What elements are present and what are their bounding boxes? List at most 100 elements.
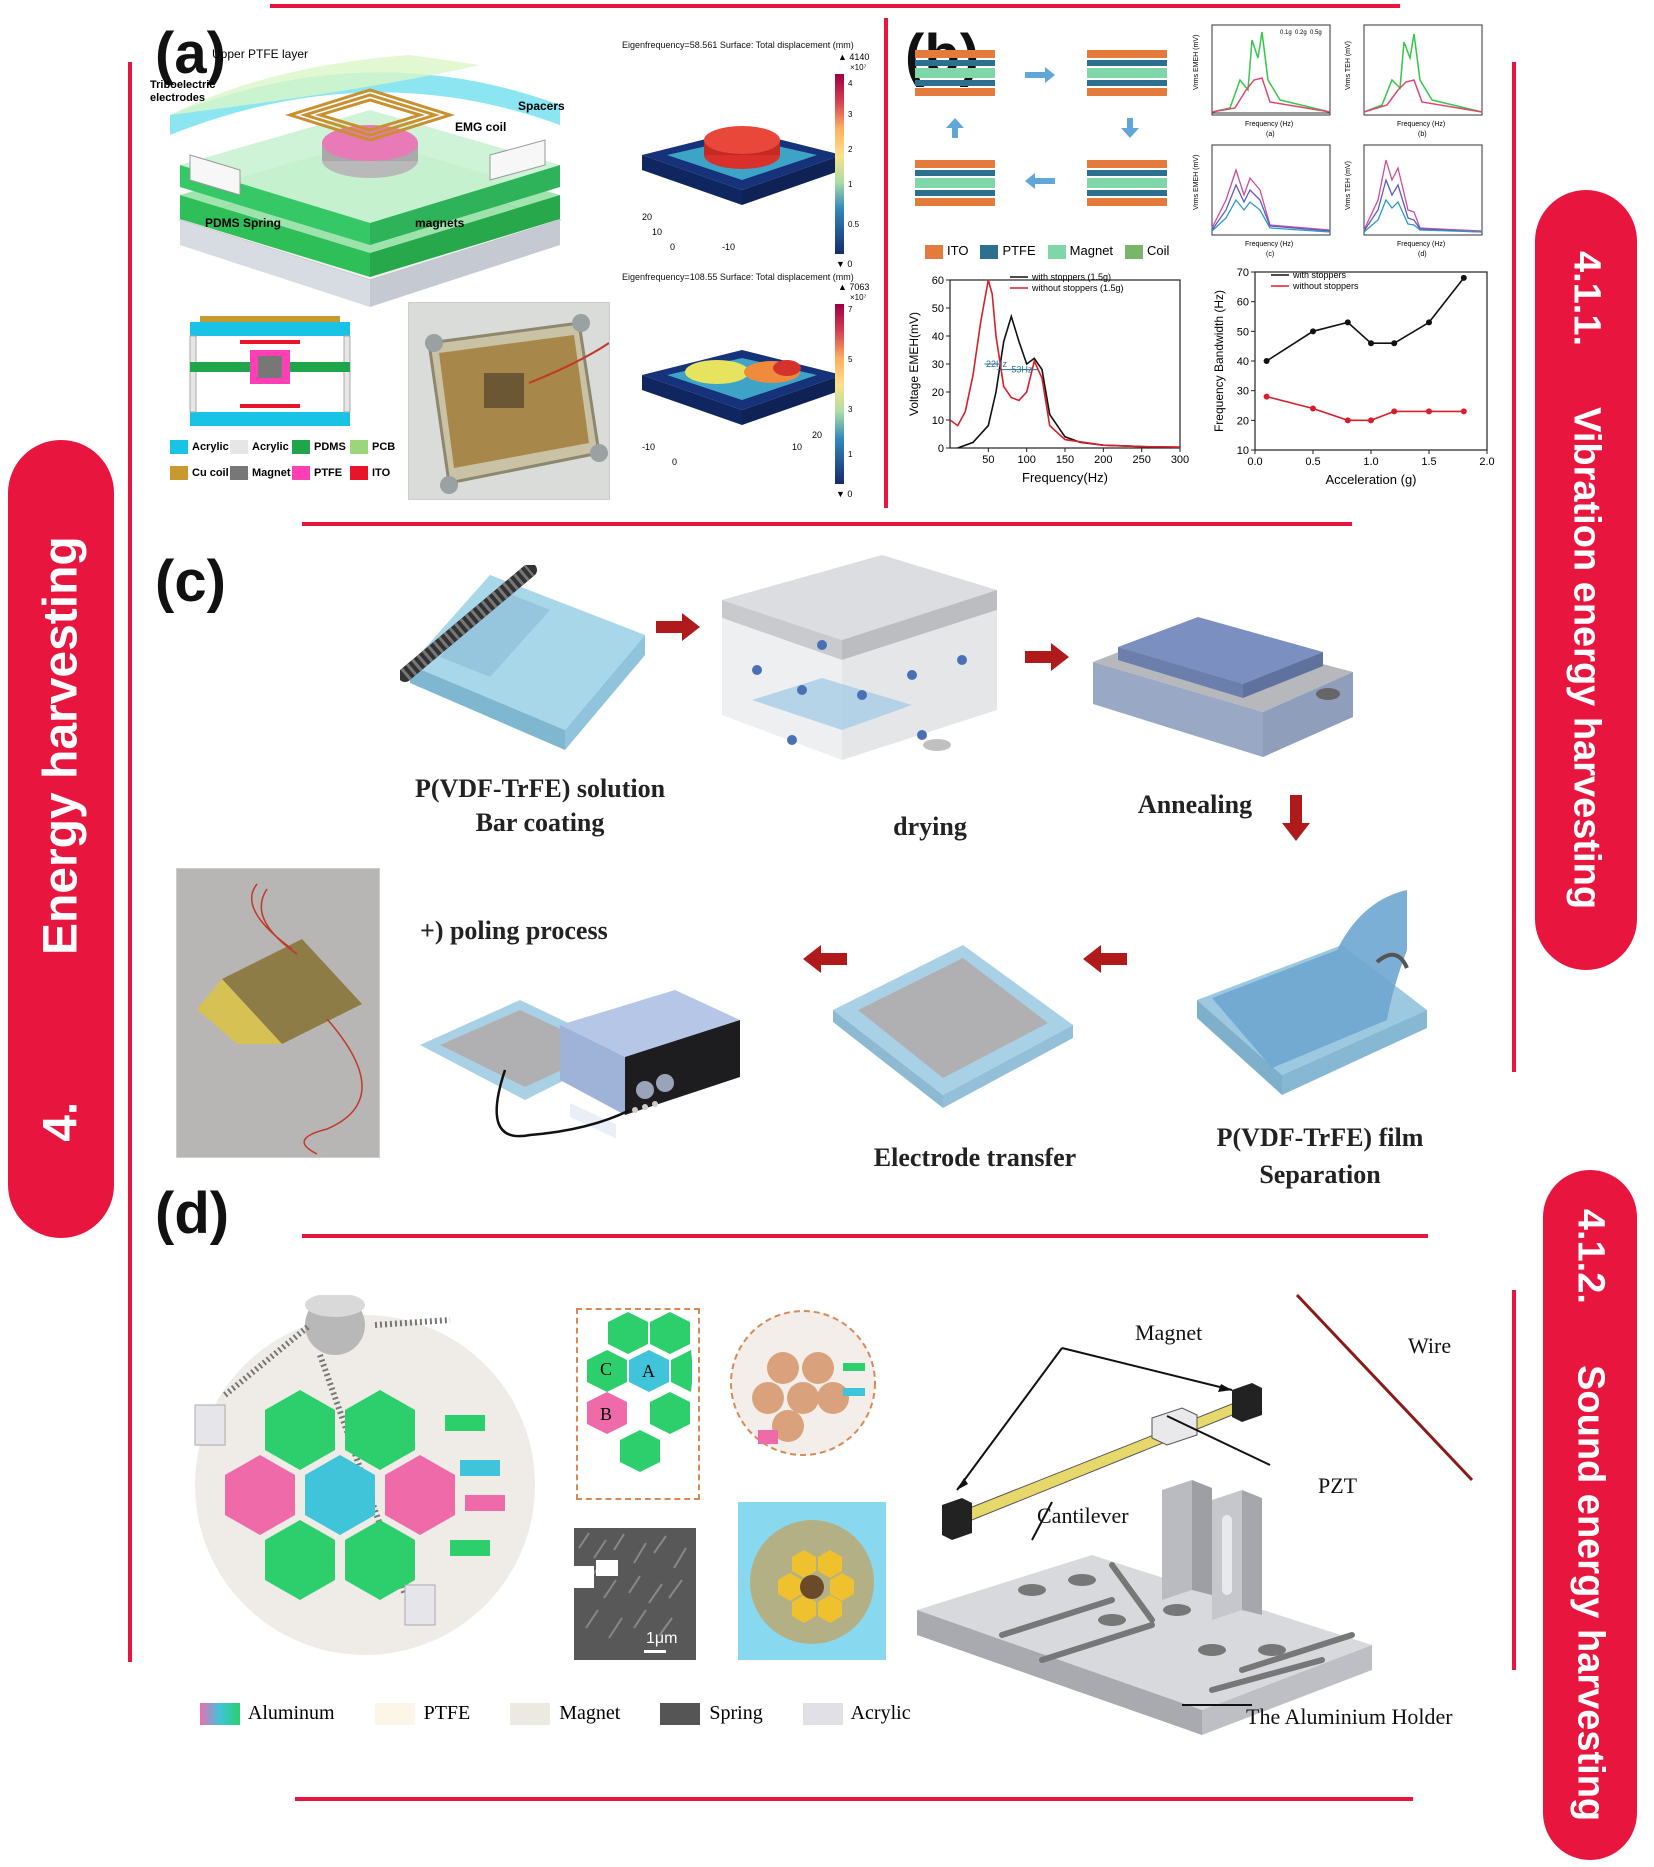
step-label-solution: P(VDF-TrFE) solution [414, 774, 666, 803]
data-point [1391, 340, 1398, 347]
hexagon-generator-illustration [194, 1295, 535, 1655]
right-rule-top [1512, 62, 1516, 1072]
hex-label: A [642, 1361, 655, 1381]
hex-layout-box [576, 1308, 700, 1500]
label-emg-coil: EMG coil [455, 120, 506, 134]
small-chart-xlabel: Frequency (Hz) [1245, 121, 1293, 128]
data-point [1263, 358, 1270, 364]
y-tick-label: 30 [1237, 386, 1249, 398]
colorbar-tick: 5 [848, 355, 853, 364]
sim1-title: Eigenfrequency=58.561 Surface: Total dis… [622, 40, 854, 50]
legend-label: without stoppers (1.5g) [1031, 283, 1124, 293]
legend-swatch [980, 244, 999, 259]
small-chart-xlabel: Frequency (Hz) [1245, 241, 1293, 248]
x-tick-label: 250 [1132, 454, 1150, 466]
sem-callout-marker [572, 1566, 594, 1588]
y-tick-label: 40 [1237, 356, 1249, 368]
colorbar-exp: ×10⁷ [850, 63, 867, 72]
legend-item: Magnet [1069, 243, 1114, 258]
sim-axis-tick: 0 [670, 242, 675, 252]
x-tick-label: 1.5 [1421, 456, 1436, 468]
panel-a-letter: (a) [155, 21, 226, 86]
label-electrodes: electrodes [150, 92, 205, 104]
step-label-annealing: Annealing [1137, 790, 1253, 819]
label-spacers: Spacers [518, 99, 565, 113]
x-tick-label: 0.0 [1247, 456, 1262, 468]
y-tick-label: 70 [1237, 267, 1249, 279]
x-tick-label: 150 [1056, 454, 1074, 466]
data-point [1426, 319, 1432, 326]
step-drying-illustration [722, 555, 997, 760]
legend-swatch [374, 1703, 415, 1726]
legend-item: Cu coil [192, 466, 229, 479]
data-point [1460, 408, 1467, 415]
arrow-down [1282, 795, 1310, 841]
sim2-title: Eigenfrequency=108.55 Surface: Total dis… [622, 272, 854, 282]
sim-axis-tick: 20 [642, 212, 652, 222]
section-pill: 4. Energy harvesting [8, 440, 114, 1238]
step-label-drying: drying [893, 812, 967, 841]
x-axis-label: Acceleration (g) [1325, 472, 1416, 487]
colorbar-tick: 0.5 [848, 220, 860, 229]
sim-axis-tick: 10 [652, 227, 662, 237]
legend-swatch [350, 466, 368, 480]
legend-swatch [510, 1703, 551, 1726]
small-chart-legend: 0.5g [1310, 30, 1322, 36]
legend-item: Acrylic [850, 1702, 911, 1724]
small-chart-d: Vrms TEH (mV) Frequency (Hz) (d) [1345, 144, 1483, 258]
colorbar-tick: 7 [848, 305, 853, 314]
arrow-right [656, 613, 700, 641]
film-device-photo [176, 868, 380, 1158]
small-chart-tag: (d) [1418, 251, 1427, 258]
legend-item: Magnet [252, 466, 291, 479]
small-chart-xlabel: Frequency (Hz) [1397, 121, 1445, 128]
panel-b-legend: ITO PTFE Magnet Coil [925, 243, 1169, 259]
y-tick-label: 20 [1237, 415, 1249, 427]
arrow-right [1025, 643, 1069, 671]
x-tick-label: 300 [1171, 454, 1189, 466]
label-aluminium-holder: The Aluminium Holder [1246, 1704, 1453, 1729]
label-magnet: Magnet [1135, 1320, 1203, 1345]
step-label-separation: Separation [1259, 1160, 1381, 1189]
legend-swatch [925, 244, 943, 259]
step-annealing-illustration [1093, 617, 1353, 757]
legend-item: Coil [1147, 243, 1170, 258]
data-point [1391, 408, 1398, 415]
step-bar-coating-illustration [400, 565, 645, 750]
vertical-divider-ab [884, 18, 888, 508]
hex-label: B [600, 1404, 612, 1424]
y-tick-label: 60 [932, 275, 944, 287]
sim-axis-tick: -10 [722, 242, 735, 252]
x-tick-label: 0.5 [1305, 456, 1320, 468]
x-tick-label: 1.0 [1363, 456, 1378, 468]
label-triboelectric: Triboelectric [150, 79, 215, 91]
small-chart-ylabel: Vrms TEH (mV) [1345, 161, 1352, 210]
y-tick-label: 50 [932, 303, 944, 315]
legend-item: PTFE [423, 1702, 471, 1724]
legend-item: Magnet [559, 1702, 621, 1724]
small-chart-a: Vrms EMEH (mV) Frequency (Hz) (a) 0.1g 0… [1193, 24, 1331, 138]
colorbar-tick: 2 [848, 145, 853, 154]
sim1-plot: 20 10 0 -10 [642, 126, 842, 252]
legend-swatch [292, 466, 310, 480]
right-rule-bottom [1512, 1290, 1516, 1670]
hex-device-photo [738, 1502, 886, 1660]
series-line [957, 313, 1181, 449]
data-point [1344, 417, 1351, 424]
bottom-rule [295, 1797, 1413, 1801]
y-axis-label: Frequency Bandwidth (Hz) [1212, 290, 1226, 432]
step-film-separation-illustration [1197, 890, 1427, 1095]
data-point [1368, 417, 1374, 424]
panel-a-cross-section [189, 316, 351, 426]
step-label-film: P(VDF-TrFE) film [1216, 1123, 1424, 1152]
x-tick-label: 50 [982, 454, 994, 466]
label-cantilever: Cantilever [1037, 1503, 1129, 1528]
legend-item: ITO [372, 466, 391, 479]
subsection-title: Sound energy harvesting [1569, 1365, 1612, 1822]
y-tick-label: 30 [932, 359, 944, 371]
legend-item: Spring [709, 1702, 763, 1724]
left-rule [128, 62, 132, 1662]
legend-swatch [230, 440, 248, 454]
y-tick-label: 60 [1237, 297, 1249, 309]
small-chart-ylabel: Vrms EMEH (mV) [1193, 155, 1200, 210]
